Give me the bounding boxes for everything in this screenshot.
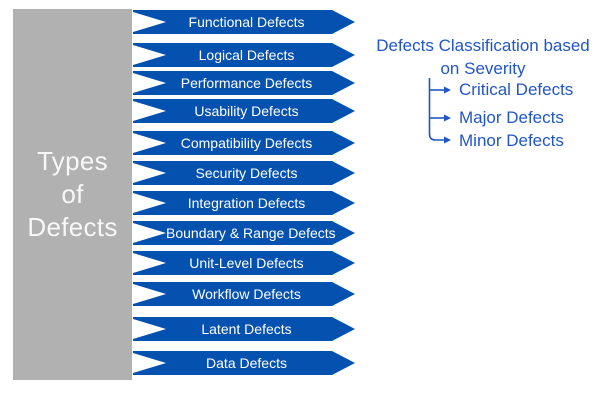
- severity-heading: Defects Classification based on Severity: [368, 34, 598, 80]
- arrow-label: Integration Defects: [187, 195, 306, 211]
- panel-title: Types of Defects: [27, 145, 117, 244]
- arrow-notch-icon: [133, 253, 166, 273]
- arrow-label: Latent Defects: [201, 321, 292, 337]
- branch-arrow-icon: [444, 114, 451, 122]
- arrow-notch-icon: [133, 101, 166, 121]
- arrow-label: Logical Defects: [198, 47, 295, 63]
- arrow-notch-icon: [133, 353, 166, 373]
- arrow-notch-icon: [133, 163, 166, 183]
- arrow-notch-icon: [133, 284, 166, 304]
- arrow-label: Unit-Level Defects: [189, 255, 304, 271]
- arrow-unit-level-defects: Unit-Level Defects: [133, 251, 355, 275]
- types-of-defects-panel: Types of Defects: [13, 9, 132, 380]
- arrow-notch-icon: [133, 319, 166, 339]
- arrow-logical-defects: Logical Defects: [133, 43, 355, 67]
- arrow-notch-icon: [133, 45, 166, 65]
- arrow-notch-icon: [133, 193, 166, 213]
- arrow-label: Data Defects: [206, 355, 287, 371]
- arrow-usability-defects: Usability Defects: [133, 99, 355, 123]
- branch-arrow-icon: [444, 136, 451, 144]
- arrow-notch-icon: [133, 133, 166, 153]
- arrow-notch-icon: [133, 12, 166, 32]
- panel-title-line-1: Types: [37, 146, 108, 176]
- severity-bracket-connector: [428, 78, 451, 144]
- arrow-integration-defects: Integration Defects: [133, 191, 355, 215]
- arrow-label: Boundary & Range Defects: [166, 225, 336, 241]
- arrow-label: Performance Defects: [180, 75, 313, 91]
- arrow-notch-icon: [133, 223, 166, 243]
- arrow-label: Usability Defects: [194, 103, 299, 119]
- arrow-security-defects: Security Defects: [133, 161, 355, 185]
- arrow-label: Workflow Defects: [192, 286, 301, 302]
- severity-heading-line-1: Defects Classification based: [376, 36, 590, 55]
- severity-item-minor: Minor Defects: [459, 131, 564, 150]
- arrow-boundary-range-defects: Boundary & Range Defects: [133, 221, 355, 245]
- arrow-latent-defects: Latent Defects: [133, 317, 355, 341]
- arrow-compatibility-defects: Compatibility Defects: [133, 131, 355, 155]
- panel-title-line-3: Defects: [27, 212, 118, 242]
- severity-item-major: Major Defects: [459, 108, 564, 127]
- arrow-label: Compatibility Defects: [180, 135, 313, 151]
- arrow-workflow-defects: Workflow Defects: [133, 282, 355, 306]
- arrow-label: Functional Defects: [188, 14, 305, 30]
- severity-heading-line-2: on Severity: [440, 59, 526, 78]
- branch-line-minor: [428, 78, 444, 141]
- arrow-functional-defects: Functional Defects: [133, 10, 355, 34]
- panel-title-line-2: of: [61, 179, 84, 209]
- severity-item-critical: Critical Defects: [459, 80, 574, 99]
- branch-arrow-icon: [444, 86, 451, 94]
- arrow-label: Security Defects: [195, 165, 298, 181]
- arrow-notch-icon: [133, 73, 166, 93]
- arrow-data-defects: Data Defects: [133, 351, 355, 375]
- arrow-performance-defects: Performance Defects: [133, 71, 355, 95]
